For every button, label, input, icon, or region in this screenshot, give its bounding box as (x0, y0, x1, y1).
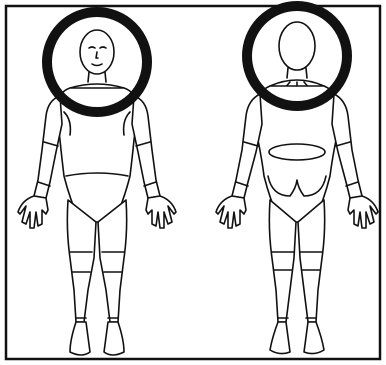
back-head (279, 22, 315, 70)
